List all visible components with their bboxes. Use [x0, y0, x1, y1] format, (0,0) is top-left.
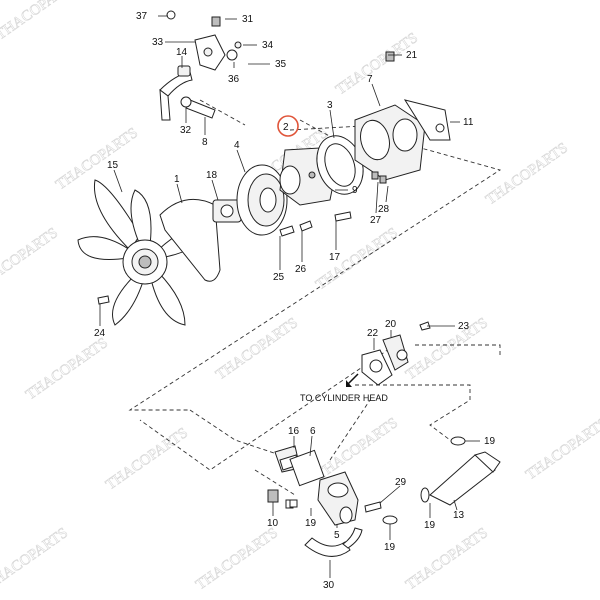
callout-33: 33 [152, 37, 164, 48]
callout-6: 6 [310, 426, 316, 437]
watermark: THACOPARTS [523, 415, 600, 483]
outlet-bolt [364, 501, 382, 513]
callout-5: 5 [334, 530, 340, 541]
to-cylinder-head-label: TO CYLINDER HEAD [300, 393, 388, 403]
callout-32: 32 [180, 125, 192, 136]
watermark: THACOPARTS [23, 335, 111, 403]
callout-7: 7 [367, 74, 373, 85]
callout-21: 21 [406, 50, 418, 61]
leader-lines [99, 15, 480, 578]
highlight-circle [277, 115, 299, 137]
water-pump-gasket [316, 135, 364, 195]
watermark: THACOPARTS [313, 225, 401, 293]
heater-hose-assembly [159, 10, 242, 121]
callout-19-b: 19 [305, 518, 317, 529]
bypass-hose [429, 451, 501, 506]
callout-20: 20 [385, 319, 397, 330]
watermark: THACOPARTS [483, 140, 571, 208]
watermark: THACOPARTS [193, 525, 281, 593]
callout-31: 31 [242, 14, 254, 25]
callout-26: 26 [295, 264, 307, 275]
callout-10: 10 [267, 518, 279, 529]
callout-4: 4 [234, 140, 240, 151]
watermark: THACOPARTS [403, 315, 491, 383]
callout-9: 9 [352, 185, 358, 196]
water-outlet-cover [317, 471, 359, 526]
callout-14: 14 [176, 47, 188, 58]
fasteners [97, 51, 431, 331]
callout-13: 13 [453, 510, 465, 521]
callout-25: 25 [273, 272, 285, 283]
thermostat-housing-body [354, 104, 426, 181]
fan-spacer [212, 199, 242, 223]
watermark: THACOPARTS [313, 415, 401, 483]
callout-19-c: 19 [424, 520, 436, 531]
watermark: THACOPARTS [213, 315, 301, 383]
assembly-dashed-lines [128, 99, 502, 496]
callout-19-d: 19 [384, 542, 396, 553]
callout-3: 3 [327, 100, 333, 111]
callout-37: 37 [136, 11, 148, 22]
callout-24: 24 [94, 328, 106, 339]
callout-2: 2 [283, 122, 289, 133]
callout-8: 8 [202, 137, 208, 148]
temperature-sensor [267, 489, 294, 509]
watermark: THACOPARTS [103, 425, 191, 493]
callout-27: 27 [370, 215, 382, 226]
callout-28: 28 [378, 204, 390, 215]
watermark: THACOPARTS [403, 525, 491, 593]
watermark: THACOPARTS [0, 0, 81, 43]
direction-arrow [346, 373, 359, 387]
callout-36: 36 [228, 74, 240, 85]
callout-34: 34 [262, 40, 274, 51]
callout-22: 22 [367, 328, 379, 339]
hose-clamps [289, 436, 466, 525]
callout-29: 29 [395, 477, 407, 488]
callout-35: 35 [275, 59, 287, 70]
lower-hose [304, 527, 363, 557]
callout-15: 15 [107, 160, 119, 171]
callout-23: 23 [458, 321, 470, 332]
watermark: THACOPARTS [0, 525, 71, 593]
thermostat [274, 445, 325, 487]
watermark: THACOPARTS [0, 225, 61, 293]
callout-labels: 37 31 33 34 14 35 36 21 7 32 8 3 2 11 4 … [94, 11, 496, 591]
callout-19-a: 19 [484, 436, 496, 447]
water-inlet-assembly [361, 334, 409, 386]
mounting-bracket [403, 99, 451, 141]
callout-11: 11 [463, 117, 474, 128]
water-pump-pulley [236, 164, 288, 236]
callout-1: 1 [174, 174, 180, 185]
watermark: THACOPARTS [333, 30, 421, 98]
callout-18: 18 [206, 170, 218, 181]
callout-17: 17 [329, 252, 341, 263]
callout-30: 30 [323, 580, 335, 591]
callout-16: 16 [288, 426, 300, 437]
v-belt [159, 198, 221, 282]
